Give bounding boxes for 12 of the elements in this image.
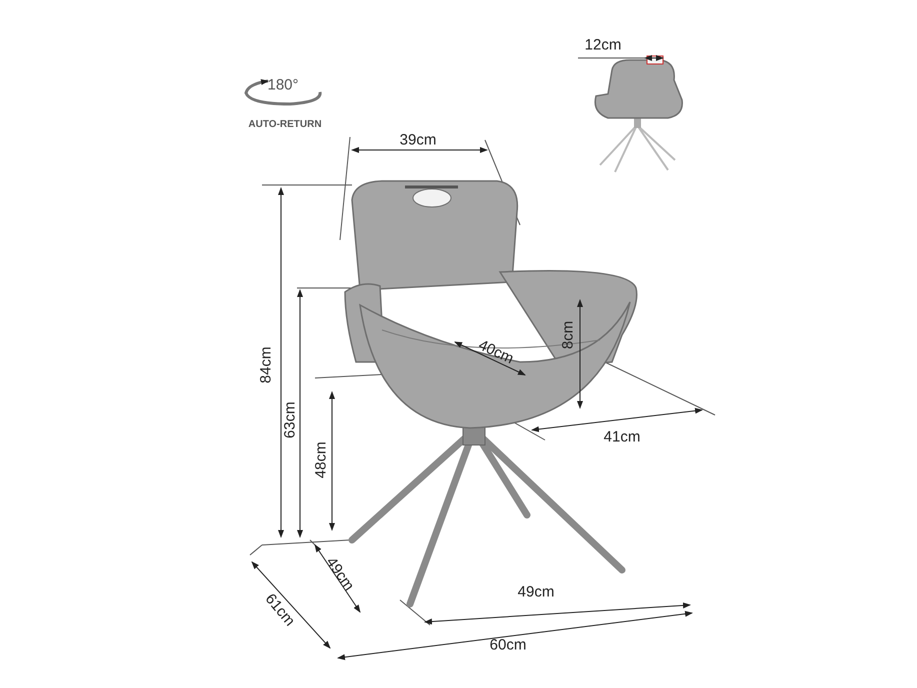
dimension-label: 60cm [490,638,526,652]
dimension-label: 63cm [282,402,298,438]
dimension-label: 12cm [584,38,622,52]
dimension-label: 39cm [400,132,436,148]
dimension-label: 41cm [604,430,640,444]
dimension-label: 84cm [258,346,274,384]
rotation-angle: 180° [267,78,299,92]
dimension-label: 48cm [314,442,328,478]
feature-label: AUTO-RETURN [248,120,322,130]
dimension-label: 40cm [476,337,516,367]
dimension-label: 49cm [518,584,554,600]
dimension-label: 8cm [560,320,576,350]
